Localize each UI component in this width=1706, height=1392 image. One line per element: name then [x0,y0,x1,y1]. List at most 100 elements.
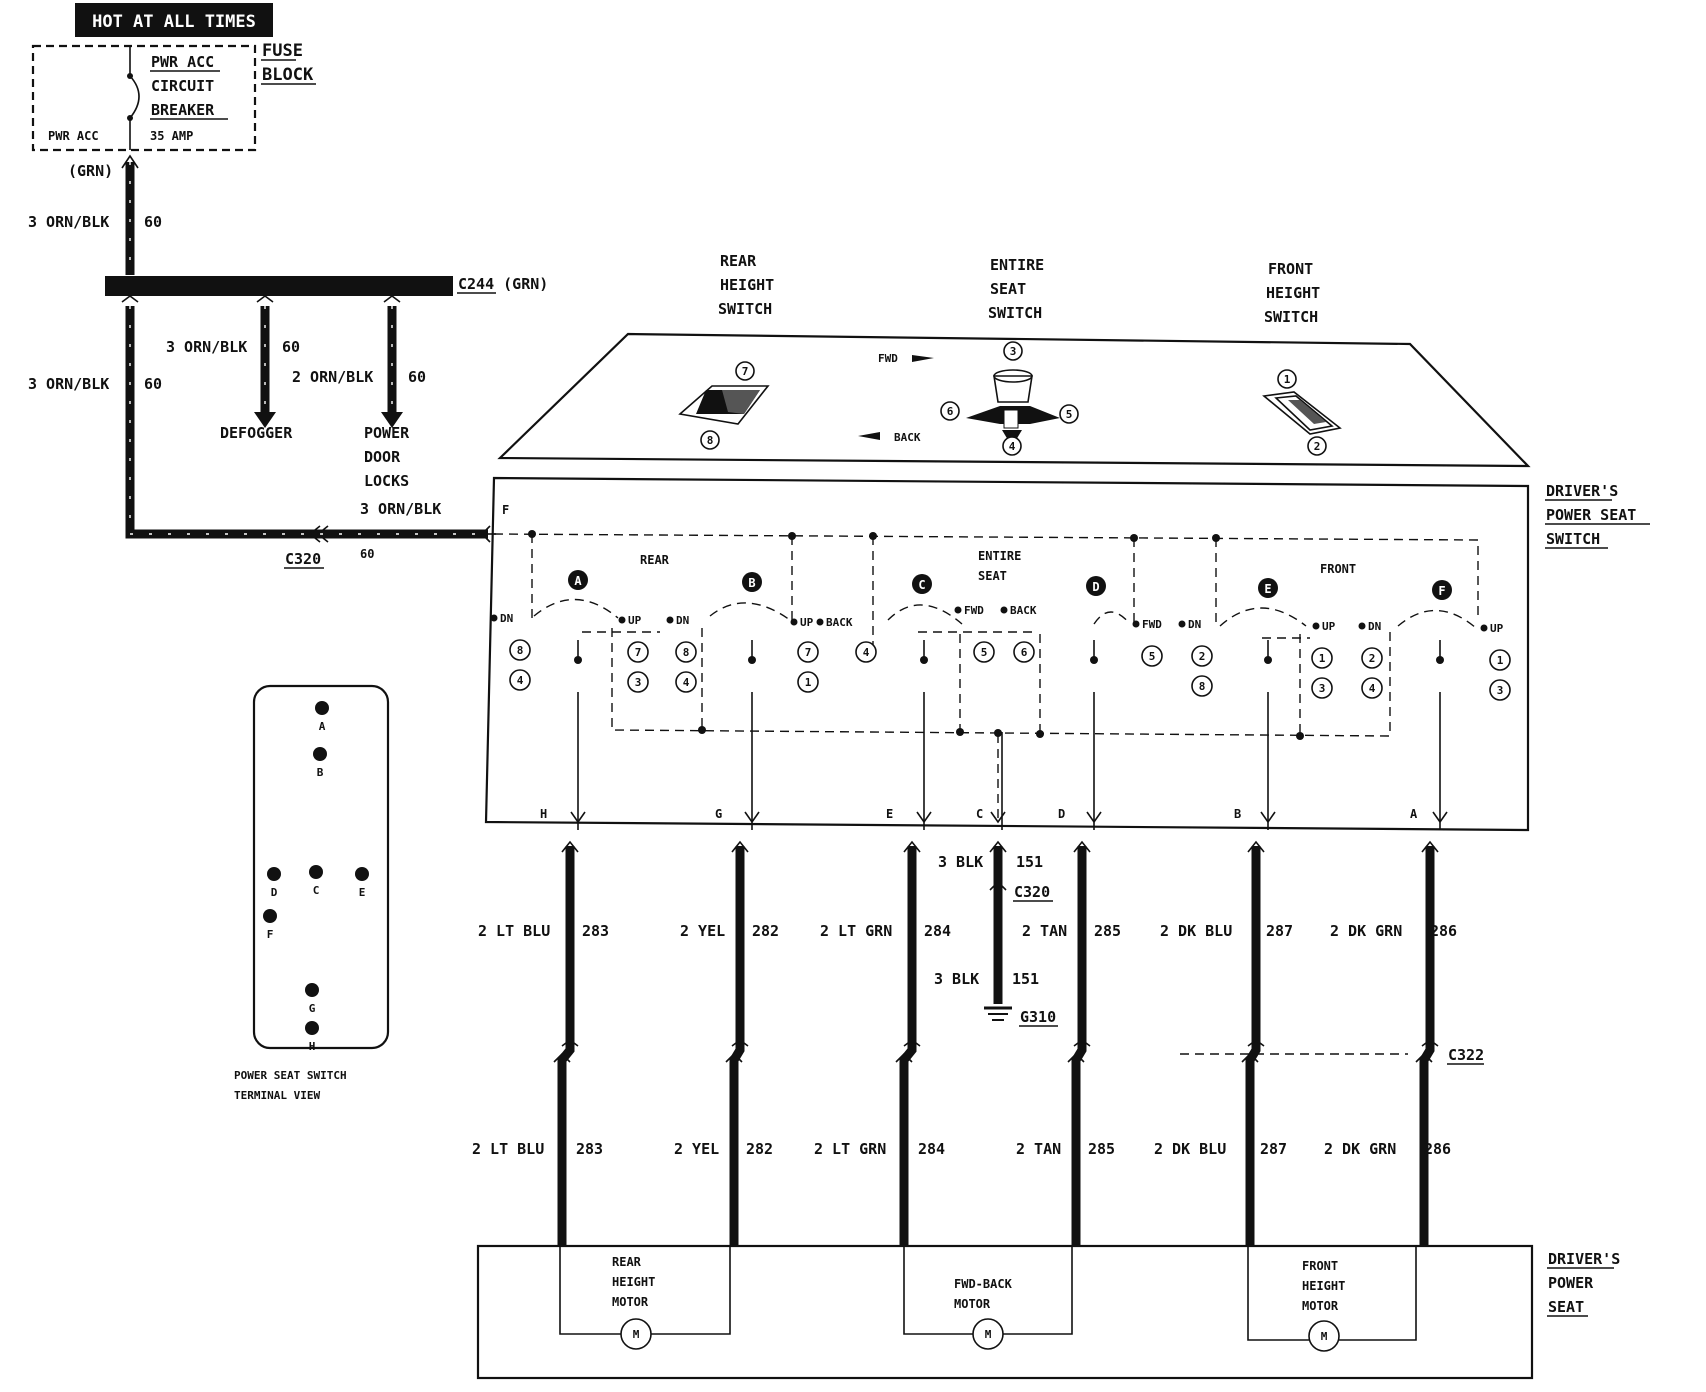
switch-pole-letter: B [748,576,755,590]
switch-box-title-3: SWITCH [1546,530,1600,548]
motor-wire-color-bottom: 2 TAN [1016,1140,1061,1158]
motor-wire-color-top: 2 DK GRN [1330,922,1402,940]
switch-output-terminal: B [1234,807,1241,821]
switch-pole-marker [1086,576,1106,596]
entire-switch-pos-bottom: 4 [1009,440,1016,453]
switch-position-circle [1361,647,1383,669]
switch-position-number: 4 [683,676,690,689]
switch-position-circle [1489,679,1511,701]
motor-wire-color-top: 2 LT GRN [820,922,892,940]
switch-contact-label: DN [676,614,689,627]
entire-switch-pos-top: 3 [1010,345,1017,358]
c320-connector-symbol [308,525,321,543]
motor-wire [1071,846,1087,1246]
fuse-title-1: FUSE [262,41,303,61]
motor-wire [1245,846,1261,1246]
switch-contact-point [490,614,498,622]
switch-position-number: 6 [1021,646,1028,659]
entire-seat-switch-title-2: SEAT [990,280,1026,298]
fwd-back-motor-symbol: M [985,1328,992,1341]
door-locks-wire-color: 2 ORN/BLK [292,368,373,386]
circuit-breaker-symbol [129,75,140,119]
defogger-wire-color: 3 ORN/BLK [166,338,247,356]
connector-c320-ground: C320 [1014,883,1050,901]
switch-contact-point [1480,624,1488,632]
back-direction-label: BACK [894,431,921,444]
switch-contact-point [954,606,962,614]
switch-contact-point [1312,622,1320,630]
group-rear-label: REAR [640,553,670,567]
motor-wire-color-top: 2 LT BLU [478,922,550,940]
switch-position-number: 2 [1199,650,1206,663]
connector-c244: C244 (GRN) [458,275,548,293]
motor-wire-circuit-bottom: 284 [918,1140,945,1158]
terminal-pin [355,867,369,881]
switch-position-circle [1191,645,1213,667]
switch-output-arrow [1432,811,1448,824]
feed-wire-bottom-circuit: 60 [360,547,374,561]
motor-wire-color-bottom: 2 YEL [674,1140,719,1158]
front-motor-symbol: M [1321,1330,1328,1343]
switch-contact-label: DN [1188,618,1201,631]
switch-panel-outline [497,332,1531,468]
defogger-wire-circuit: 60 [282,338,300,356]
terminal-pin-label: E [359,886,366,899]
entire-switch-pos-left: 6 [947,405,954,418]
front-motor-label-2: HEIGHT [1302,1279,1345,1293]
feed-wire-top-circuit: 60 [144,213,162,231]
feed-wire-top-color: 3 ORN/BLK [28,213,109,231]
terminal-pin [313,747,327,761]
rear-height-switch: 7 8 [678,361,770,450]
front-height-switch-title-3: SWITCH [1264,308,1318,326]
motor-wire-circuit-bottom: 287 [1260,1140,1287,1158]
ground-wire-bot-circuit: 151 [1012,970,1039,988]
switch-contact-point [618,616,626,624]
door-locks-wire-circuit: 60 [408,368,426,386]
front-switch-pos-top: 1 [1284,373,1291,386]
motor-wire-circuit-top: 287 [1266,922,1293,940]
connector-c320-feed: C320 [285,550,321,568]
ground-branch: 3 BLK 151 C320 3 BLK 151 G310 [934,840,1058,1027]
switch-pole-marker [568,570,588,590]
front-motor-label-1: FRONT [1302,1259,1338,1273]
hot-label: HOT AT ALL TIMES [92,12,256,32]
group-entire-label-2: SEAT [978,569,1007,583]
front-height-switch-title-1: FRONT [1268,260,1313,278]
terminal-pin-label: F [267,928,274,941]
terminal-pin [305,983,319,997]
motor-wire-color-top: 2 DK BLU [1160,922,1232,940]
motor-wire [1419,846,1435,1246]
switch-contact-label: DN [1368,620,1381,633]
feed-wire-left-color: 3 ORN/BLK [28,375,109,393]
fuse-terminal-label: PWR ACC [48,129,99,143]
switch-output-arrow [990,811,1006,824]
breaker-label-3: BREAKER [151,101,215,119]
switch-position-number: 8 [683,646,690,659]
ground-g310-label: G310 [1020,1008,1056,1026]
back-arrow-icon [858,432,880,440]
fuse-block: HOT AT ALL TIMES FUSE BLOCK PWR ACC CIRC… [31,3,316,180]
feed-wire-bottom-color: 3 ORN/BLK [360,500,441,518]
switch-output-terminal: D [1058,807,1065,821]
front-motor-label-3: MOTOR [1302,1299,1339,1313]
switch-contact-label: FWD [1142,618,1162,631]
switch-position-circle [1361,677,1383,699]
fuse-block-outline [31,44,257,152]
motor-wire-color-bottom: 2 DK BLU [1154,1140,1226,1158]
motor-wire-circuit-top: 286 [1430,922,1457,940]
entire-seat-switch: 3 6 5 4 FWD BACK [858,341,1079,456]
motor-wire-circuit-top: 282 [752,922,779,940]
seat-title-2: POWER [1548,1274,1594,1292]
switch-output-terminal: H [540,807,547,821]
switch-position-number: 4 [863,646,870,659]
terminal-pin [267,867,281,881]
switch-position-number: 4 [517,674,524,687]
switch-position-number: 8 [517,644,524,657]
switch-to-motor-links [574,640,1444,830]
motor-wire-color-bottom: 2 LT GRN [814,1140,886,1158]
connector-c322: C322 [1448,1046,1484,1064]
switch-output-arrow [1086,811,1102,824]
switch-position-number: 3 [1319,682,1326,695]
